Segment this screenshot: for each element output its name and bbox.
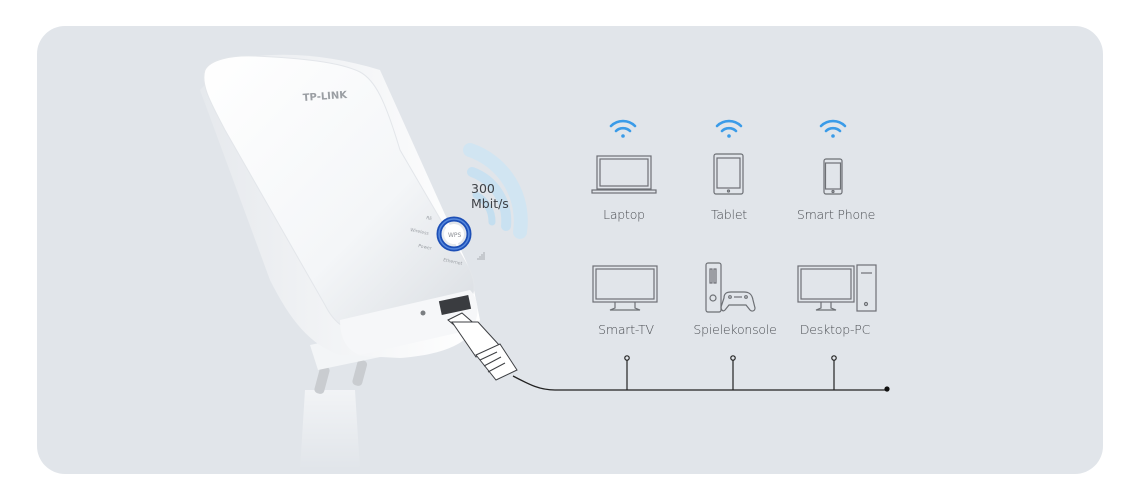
device-label-laptop: Laptop (603, 207, 645, 222)
svg-text:Wireless: Wireless (410, 227, 430, 237)
device-label-game-console: Spielekonsole (693, 322, 777, 337)
device-icons (591, 153, 877, 313)
speed-value: 300 (471, 181, 495, 196)
cable-line (512, 375, 887, 391)
device-label-tablet: Tablet (710, 207, 748, 222)
speed-unit: Mbit/s (471, 196, 509, 211)
device-label-smart-tv: Smart-TV (598, 322, 654, 337)
device-label-desktop-pc: Desktop-PC (799, 322, 871, 337)
reset-button (420, 310, 426, 316)
svg-text:WPS: WPS (448, 232, 462, 239)
laptop-icon (591, 155, 657, 194)
tablet-icon (713, 153, 744, 195)
speed-label: 300 Mbit/s (471, 181, 509, 211)
wifi-icon (609, 119, 637, 138)
ethernet-port (438, 295, 472, 315)
wifi-icons (609, 119, 847, 138)
svg-text:RE: RE (426, 215, 433, 222)
ethernet-cable-icon (447, 312, 518, 381)
wifi-icon (819, 119, 847, 138)
game-console-icon (705, 262, 756, 313)
signal-waves-icon (463, 143, 528, 239)
tv-icon (592, 265, 658, 311)
connection-drops (624, 355, 837, 390)
signal-bars-icon (477, 252, 485, 260)
led-ring-icon: WPS (436, 216, 472, 252)
device-body (203, 55, 475, 332)
brand-logo: TP-LINK (302, 90, 348, 104)
svg-text:Power: Power (418, 243, 433, 252)
led-labels: RE Wireless Power Ethernet (410, 215, 463, 267)
smartphone-icon (823, 158, 843, 195)
wifi-icon (715, 119, 743, 138)
svg-text:Ethernet: Ethernet (443, 257, 463, 267)
device-label-smartphone: Smart Phone (796, 207, 876, 222)
desktop-pc-icon (797, 264, 877, 312)
